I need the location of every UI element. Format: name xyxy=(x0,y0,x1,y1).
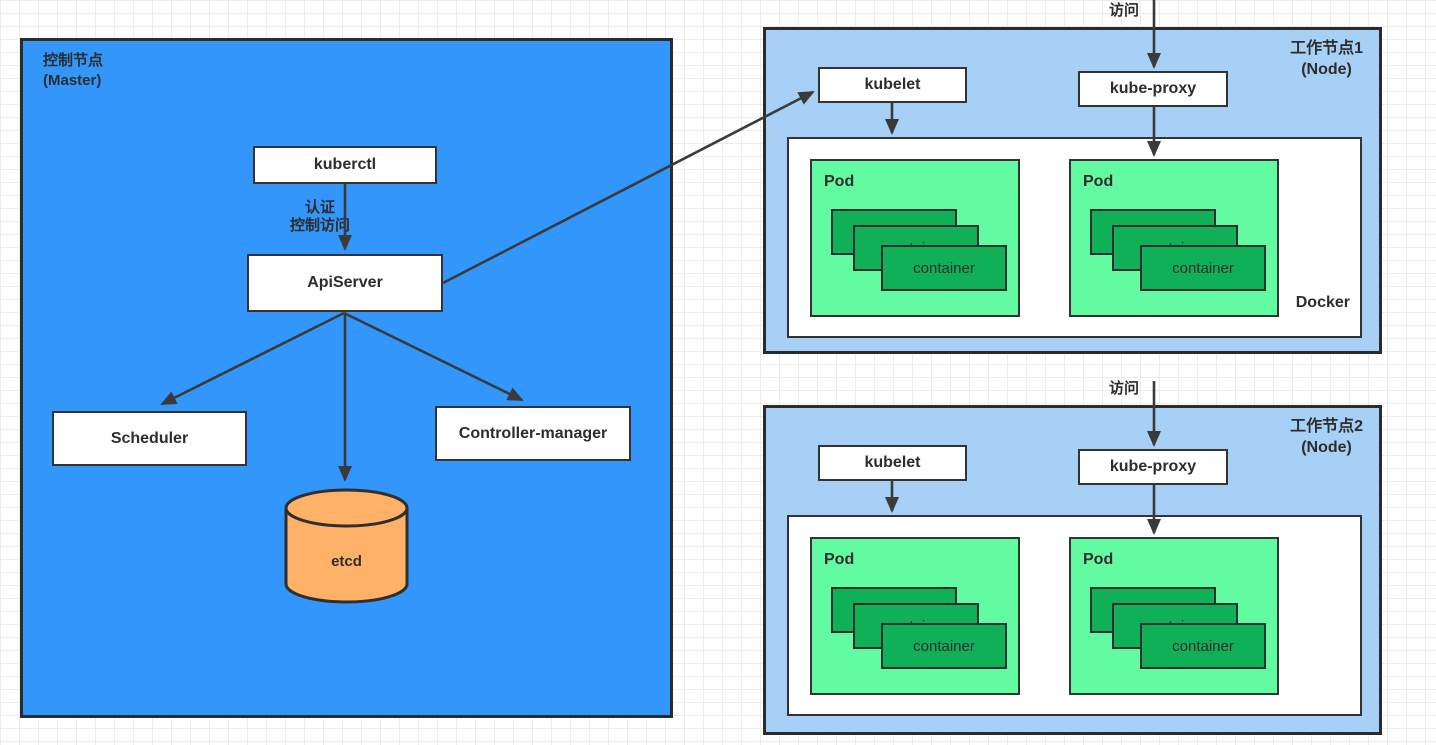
node1-kube-proxy-box: kube-proxy xyxy=(1078,71,1228,107)
node1-pod-1: Pod container container container xyxy=(810,159,1020,317)
pod-label: Pod xyxy=(824,173,855,190)
node2-title-line1: 工作节点2 xyxy=(1290,418,1363,435)
controller-manager-box: Controller-manager xyxy=(435,406,631,461)
node1-docker-label: Docker xyxy=(1295,294,1350,311)
master-title: 控制节点 (Master) xyxy=(43,51,103,91)
node1-kubelet-box: kubelet xyxy=(818,67,967,103)
apiserver-box: ApiServer xyxy=(247,254,443,312)
container-box: container xyxy=(1140,245,1266,291)
master-title-line1: 控制节点 xyxy=(43,52,104,69)
etcd-cylinder: etcd xyxy=(283,487,410,605)
worker-node-2-box: 工作节点2 (Node) kubelet kube-proxy Pod cont… xyxy=(763,405,1382,735)
container-box: container xyxy=(1140,623,1266,669)
node1-title: 工作节点1 (Node) xyxy=(1290,38,1363,80)
auth-access-label: 认证 控制访问 xyxy=(265,199,375,235)
node2-title: 工作节点2 (Node) xyxy=(1290,416,1363,458)
pod-label: Pod xyxy=(1083,551,1114,568)
node1-pod-2: Pod container container container xyxy=(1069,159,1279,317)
etcd-cylinder-shape xyxy=(284,488,409,604)
node1-title-line1: 工作节点1 xyxy=(1290,40,1363,57)
pod-label: Pod xyxy=(824,551,855,568)
node2-visit-label: 访问 xyxy=(1108,380,1139,397)
kuberctl-box: kuberctl xyxy=(253,146,437,184)
master-node-box: 控制节点 (Master) kuberctl 认证 控制访问 ApiServer… xyxy=(20,38,673,718)
scheduler-box: Scheduler xyxy=(52,411,247,466)
node1-title-line2: (Node) xyxy=(1301,61,1352,78)
auth-access-label-line2: 控制访问 xyxy=(289,217,350,234)
node2-kubelet-box: kubelet xyxy=(818,445,967,481)
node1-visit-label: 访问 xyxy=(1108,2,1139,19)
worker-node-1-box: 工作节点1 (Node) kubelet kube-proxy Pod cont… xyxy=(763,27,1382,354)
node1-docker-box: Pod container container container Pod co… xyxy=(787,137,1362,338)
master-title-line2: (Master) xyxy=(43,72,102,89)
auth-access-label-line1: 认证 xyxy=(304,199,335,216)
node2-kube-proxy-box: kube-proxy xyxy=(1078,449,1228,485)
node2-pod-1: Pod container container container xyxy=(810,537,1020,695)
node2-title-line2: (Node) xyxy=(1301,439,1352,456)
etcd-label: etcd xyxy=(331,553,362,570)
container-box: container xyxy=(881,245,1007,291)
node2-pod-2: Pod container container container xyxy=(1069,537,1279,695)
pod-label: Pod xyxy=(1083,173,1114,190)
node2-docker-box: Pod container container container Pod co… xyxy=(787,515,1362,716)
container-box: container xyxy=(881,623,1007,669)
